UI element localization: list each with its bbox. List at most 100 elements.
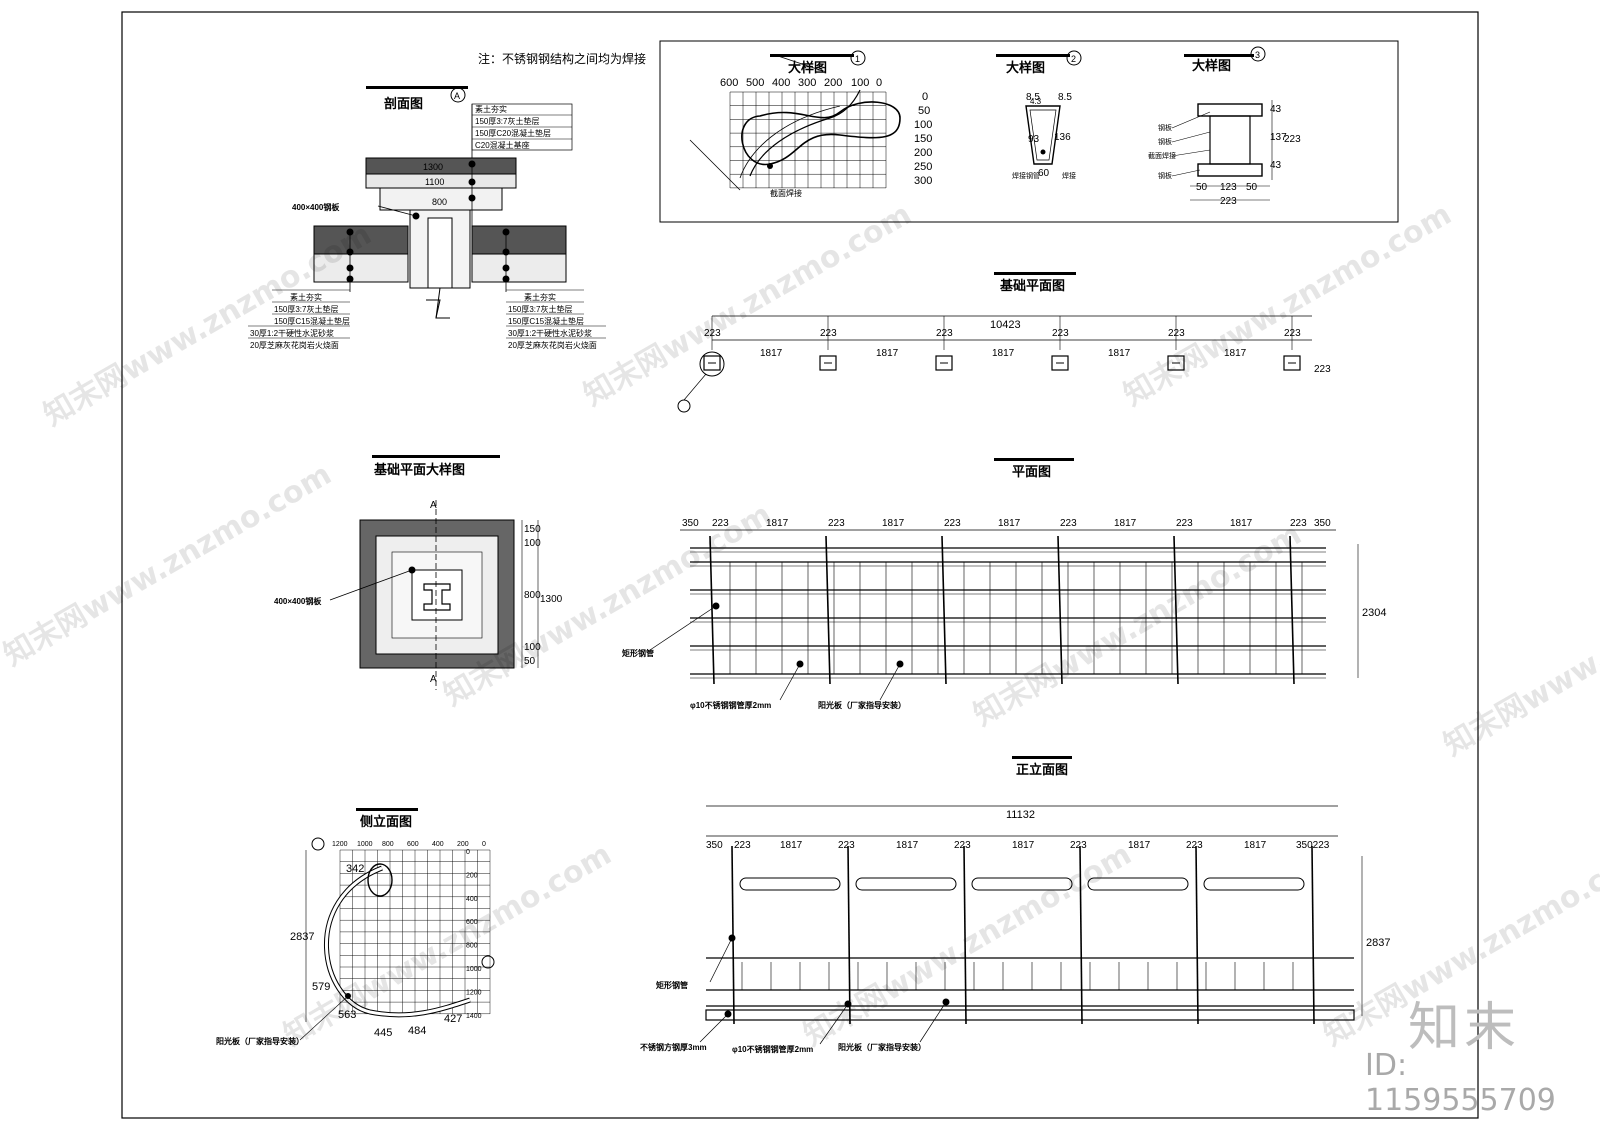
- detail-panel: 1 大样图 600 500 400 300 200 100 0 0 50 100…: [659, 40, 1399, 223]
- dim-label: 1817: [760, 348, 783, 359]
- callout-label: φ10不锈钢钢管厚2mm: [690, 700, 771, 710]
- dim-label: 600: [720, 77, 738, 89]
- dim-label: 223: [936, 328, 953, 339]
- dim-label: 50: [1246, 182, 1258, 193]
- layer-label: 150厚C15混凝土垫层: [508, 316, 584, 326]
- dim-label: 4.3: [1030, 97, 1042, 106]
- dim-label: 223: [1284, 328, 1301, 339]
- layer-label: 150厚C15混凝土垫层: [274, 316, 350, 326]
- layer-label: 150厚C20混凝土垫层: [475, 128, 551, 138]
- dim-label: 300: [914, 175, 932, 187]
- detail-title: 大样图: [1006, 60, 1045, 75]
- dim-label: 1817: [1128, 840, 1151, 851]
- dim-label: 0: [876, 77, 882, 89]
- dim-total: 11132: [1006, 809, 1035, 821]
- foundation-column: [935, 316, 953, 371]
- detail-marker: 1: [855, 54, 860, 64]
- detail-marker: 3: [1255, 50, 1260, 60]
- foundation-columns: [703, 316, 1301, 371]
- dim-label: 1100: [425, 177, 444, 187]
- callout-label: 阳光板（厂家指导安装）: [818, 700, 906, 710]
- dim-label: 93: [1028, 134, 1040, 145]
- tick-label: 1400: [466, 1013, 482, 1020]
- plan-column: [1289, 535, 1295, 685]
- dim-label: 150: [524, 524, 541, 535]
- dim-label: 250: [914, 161, 932, 173]
- dim-label: 100: [524, 538, 541, 549]
- elevation-column: [847, 845, 851, 1025]
- dim-label: 223: [1168, 328, 1185, 339]
- dim-label: 1817: [780, 840, 803, 851]
- tick-label: 800: [466, 943, 478, 950]
- elevation-column: [1195, 845, 1199, 1025]
- dim-label: 43: [1270, 104, 1282, 115]
- plan-column: [1057, 535, 1063, 685]
- elevation-panel: [739, 877, 841, 891]
- dim-label: 223: [944, 518, 961, 529]
- detail-label: 截面焊接: [1148, 151, 1176, 160]
- tick-label: 200: [466, 872, 478, 879]
- dim-label: 350: [1314, 518, 1331, 529]
- dim-label: 1300: [540, 594, 563, 605]
- detail-ibeam: 3 大样图 43 137 43 223 50 123 50 223: [1148, 46, 1301, 207]
- dim-label: 223: [1220, 196, 1237, 207]
- image-id: ID: 1159555709: [1365, 1048, 1556, 1118]
- callout-label: 阳光板（厂家指导安装）: [838, 1042, 926, 1052]
- arc-dim: 445: [374, 1027, 392, 1039]
- plan-title: 平面图: [1012, 464, 1051, 479]
- dim-label: 1300: [423, 162, 443, 172]
- dim-label: 60: [1038, 168, 1050, 179]
- foundation-detail-title: 基础平面大样图: [373, 462, 465, 477]
- detail-title: 大样图: [1192, 58, 1231, 73]
- elevation-column: [1079, 845, 1083, 1025]
- tick-label: 400: [466, 896, 478, 903]
- tick-label: 0: [482, 841, 486, 848]
- section-view: 注：不锈钢钢结构之间均为焊接 A 剖面图 素土夯实 150厚3:7灰土垫层 15…: [248, 51, 646, 350]
- dim-label: 223: [1052, 328, 1069, 339]
- elevation-column: [1311, 845, 1315, 1025]
- detail-label: 钢板: [1158, 137, 1172, 146]
- detail-label: 焊接钢管: [1012, 171, 1040, 180]
- foundation-plan: 基础平面图 10423 1817 1817 1817 1817 1817 223…: [677, 272, 1331, 413]
- layer-label: 150厚3:7灰土垫层: [508, 304, 572, 314]
- plan-column: [825, 535, 831, 685]
- arc-dim: 427: [444, 1013, 462, 1025]
- dim-label: 43: [1270, 160, 1282, 171]
- detail-curve: 1 大样图 600 500 400 300 200 100 0 0 50 100…: [689, 50, 932, 198]
- foundation-column: [1283, 316, 1301, 371]
- dim-label: 50: [524, 656, 536, 667]
- dim-label: 223: [828, 518, 845, 529]
- dim-label: 223: [1060, 518, 1077, 529]
- dim-label: 8.5: [1058, 92, 1072, 103]
- arc-dim: 579: [312, 981, 330, 993]
- dim-label: 50: [1196, 182, 1208, 193]
- dim-label: 350: [682, 518, 699, 529]
- dim-label: 223: [1284, 134, 1301, 145]
- tick-label: 200: [457, 841, 469, 848]
- layer-label: 20厚芝麻灰花岗岩火烧面: [508, 340, 597, 350]
- foundation-column: [703, 316, 721, 371]
- dim-label: 800: [524, 590, 541, 601]
- dim-height: 2304: [1362, 607, 1386, 619]
- section-title: 剖面图: [384, 96, 423, 111]
- dim-label: 8.5: [1026, 92, 1040, 103]
- tick-label: 1000: [357, 841, 373, 848]
- layer-label: 30厚1:2干硬性水泥砂浆: [508, 328, 592, 338]
- tick-label: 600: [407, 841, 419, 848]
- dim-label: 300: [798, 77, 816, 89]
- note-text: 注：不锈钢钢结构之间均为焊接: [478, 51, 646, 66]
- layer-label: 150厚3:7灰土垫层: [274, 304, 338, 314]
- dim-label: 100: [914, 119, 932, 131]
- dim-label: 400: [772, 77, 790, 89]
- dim-label: 200: [914, 147, 932, 159]
- dim-label: 1817: [882, 518, 905, 529]
- section-marker: [450, 87, 466, 103]
- dim-label: 1817: [1012, 840, 1035, 851]
- dim-label: 223: [704, 328, 721, 339]
- dim-label: 0: [922, 91, 928, 103]
- dim-label: 350223: [1296, 840, 1330, 851]
- side-elevation-title: 侧立面图: [360, 814, 412, 829]
- elevation-panel: [855, 877, 957, 891]
